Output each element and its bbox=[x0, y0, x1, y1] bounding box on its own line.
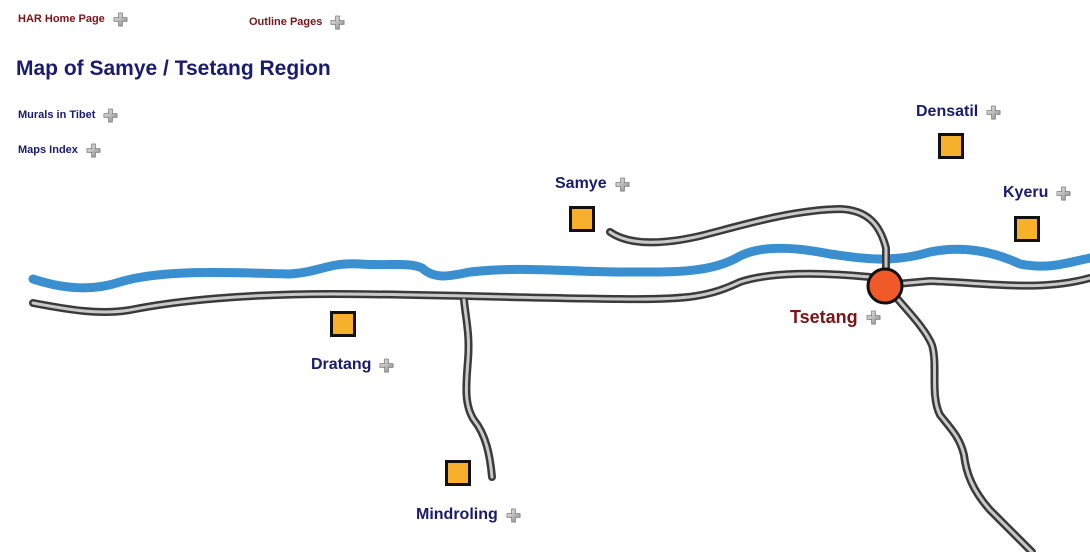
place-kyeru[interactable]: Kyeru bbox=[1003, 185, 1071, 201]
plus-cross-icon[interactable] bbox=[615, 177, 630, 192]
plus-cross-icon[interactable] bbox=[986, 105, 1001, 120]
plus-cross-icon[interactable] bbox=[103, 108, 118, 123]
har-home-label: HAR Home Page bbox=[18, 13, 105, 25]
murals-link[interactable]: Murals in Tibet bbox=[18, 108, 118, 123]
outline-pages-link[interactable]: Outline Pages bbox=[249, 15, 345, 30]
samye-label: Samye bbox=[555, 175, 607, 192]
murals-label: Murals in Tibet bbox=[18, 109, 96, 121]
plus-cross-icon[interactable] bbox=[113, 12, 128, 27]
place-mindroling[interactable]: Mindroling bbox=[416, 507, 521, 523]
mindroling-label: Mindroling bbox=[416, 506, 498, 523]
road-network bbox=[29, 205, 1090, 552]
tsetang-town-marker[interactable] bbox=[866, 267, 904, 305]
samye-site-marker[interactable] bbox=[569, 206, 595, 232]
mindroling-site-marker[interactable] bbox=[445, 460, 471, 486]
kyeru-label: Kyeru bbox=[1003, 184, 1049, 201]
plus-cross-icon[interactable] bbox=[330, 15, 345, 30]
place-samye[interactable]: Samye bbox=[555, 176, 630, 192]
tsetang-label: Tsetang bbox=[790, 307, 858, 327]
plus-cross-icon[interactable] bbox=[1056, 186, 1071, 201]
kyeru-site-marker[interactable] bbox=[1014, 216, 1040, 242]
plus-cross-icon[interactable] bbox=[506, 508, 521, 523]
har-home-link[interactable]: HAR Home Page bbox=[18, 12, 128, 27]
maps-index-label: Maps Index bbox=[18, 144, 78, 156]
dratang-label: Dratang bbox=[311, 356, 372, 373]
densatil-label: Densatil bbox=[916, 103, 979, 120]
plus-cross-icon[interactable] bbox=[866, 310, 881, 325]
dratang-site-marker[interactable] bbox=[330, 311, 356, 337]
place-densatil[interactable]: Densatil bbox=[916, 104, 1001, 120]
maps-index-link[interactable]: Maps Index bbox=[18, 143, 101, 158]
page-title: Map of Samye / Tsetang Region bbox=[16, 57, 331, 80]
river bbox=[28, 243, 1090, 293]
plus-cross-icon[interactable] bbox=[86, 143, 101, 158]
densatil-site-marker[interactable] bbox=[938, 133, 964, 159]
plus-cross-icon[interactable] bbox=[379, 358, 394, 373]
outline-pages-label: Outline Pages bbox=[249, 16, 323, 28]
place-tsetang[interactable]: Tsetang bbox=[790, 308, 881, 326]
place-dratang[interactable]: Dratang bbox=[311, 357, 394, 373]
